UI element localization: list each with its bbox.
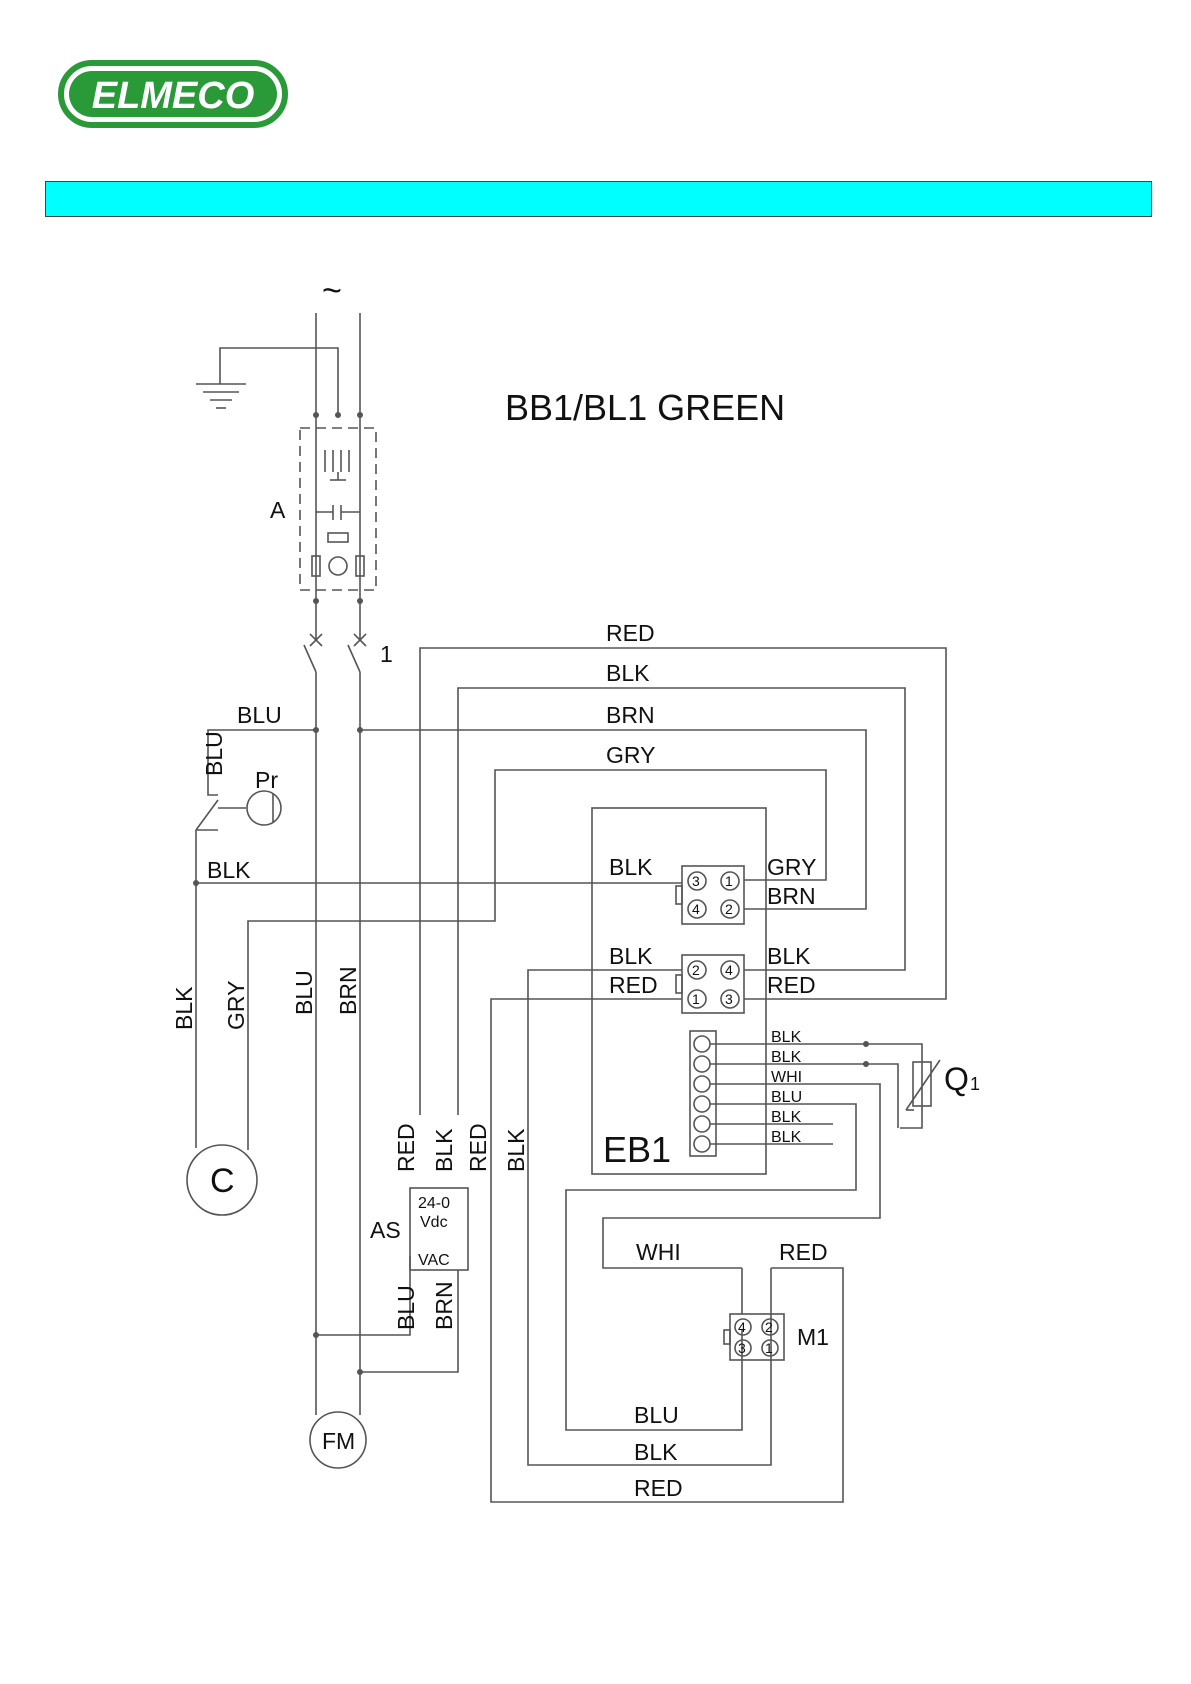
as-label: AS	[370, 1217, 401, 1243]
c1-right-label1: GRY	[767, 854, 816, 880]
c2-pin-d: 3	[725, 991, 733, 1007]
wire-gry-vertical: GRY	[223, 981, 249, 1030]
q1-subscript: 1	[970, 1074, 980, 1094]
c2-pin-c: 1	[692, 991, 700, 1007]
c1-pin-b: 1	[725, 873, 733, 889]
c2-left-label2: RED	[609, 972, 658, 998]
m1-pin-c: 3	[738, 1340, 746, 1356]
c1-right-label2: BRN	[767, 883, 816, 909]
wire-blk-as2: BLK	[503, 1128, 529, 1172]
wire-blk-vertical: BLK	[171, 986, 197, 1030]
wire-blu-left-h: BLU	[237, 702, 282, 728]
strip-label-4: BLU	[771, 1089, 802, 1106]
c2-right-label2: RED	[767, 972, 816, 998]
connector-1	[676, 866, 744, 924]
c1-pin-d: 2	[725, 901, 733, 917]
thermistor-q1	[906, 1060, 940, 1110]
strip-label-5: BLK	[771, 1109, 802, 1126]
q1-label: Q	[944, 1061, 969, 1097]
m1-pin-a: 4	[738, 1319, 746, 1335]
pressure-switch-label: Pr	[255, 767, 278, 793]
wire-brn-as: BRN	[431, 1281, 457, 1330]
as-top-line2: Vdc	[420, 1214, 448, 1231]
c2-right-label1: BLK	[767, 943, 811, 969]
m1-label: M1	[797, 1324, 829, 1350]
as-bottom: VAC	[418, 1252, 450, 1269]
wire-brn-top: BRN	[606, 702, 655, 728]
m1-connector	[724, 1268, 784, 1360]
strip-label-3: WHI	[771, 1069, 802, 1086]
strip-label-6: BLK	[771, 1129, 802, 1146]
m1-pin-d: 1	[765, 1340, 773, 1356]
wire-brn-vertical: BRN	[335, 966, 361, 1015]
wire-red-as1: RED	[393, 1123, 419, 1172]
strip-dots	[863, 1041, 869, 1067]
strip-label-2: BLK	[771, 1049, 802, 1066]
c2-pin-b: 4	[725, 962, 733, 978]
wire-blk-as: BLK	[431, 1128, 457, 1172]
m1-pin-b: 2	[765, 1319, 773, 1335]
compressor-label: C	[210, 1162, 235, 1200]
as-top-line1: 24-0	[418, 1195, 450, 1212]
wire-blu-as: BLU	[393, 1285, 419, 1330]
c1-left-label: BLK	[609, 854, 653, 880]
wire-red-as2: RED	[465, 1123, 491, 1172]
filter-a	[300, 428, 376, 590]
diagram-title: BB1/BL1 GREEN	[505, 387, 785, 428]
m1-red-label: RED	[779, 1239, 828, 1265]
fan-motor-label: FM	[322, 1428, 355, 1454]
bottom-blk-label: BLK	[634, 1439, 678, 1465]
strip-label-1: BLK	[771, 1029, 802, 1046]
ac-symbol: ~	[322, 272, 342, 310]
switch-label: 1	[380, 641, 393, 667]
wire-blk-top: BLK	[606, 660, 650, 686]
terminal-strip	[566, 1031, 922, 1430]
bottom-blu-label: BLU	[634, 1402, 679, 1428]
c2-pin-a: 2	[692, 962, 700, 978]
m1-whi-label: WHI	[636, 1239, 681, 1265]
filter-a-label: A	[270, 497, 286, 523]
wire-blk-left-h: BLK	[207, 857, 251, 883]
wire-blu-left-v: BLU	[201, 731, 227, 776]
c1-pin-a: 3	[692, 873, 700, 889]
wire-red-top: RED	[606, 620, 655, 646]
bottom-red-label: RED	[634, 1475, 683, 1501]
wire-blu-vertical: BLU	[291, 970, 317, 1015]
main-supply-lines	[304, 313, 366, 1415]
c1-pin-c: 4	[692, 901, 700, 917]
eb1-label: EB1	[603, 1129, 671, 1170]
top-wires	[248, 648, 946, 1150]
wire-gry-top: GRY	[606, 742, 655, 768]
c2-left-label1: BLK	[609, 943, 653, 969]
